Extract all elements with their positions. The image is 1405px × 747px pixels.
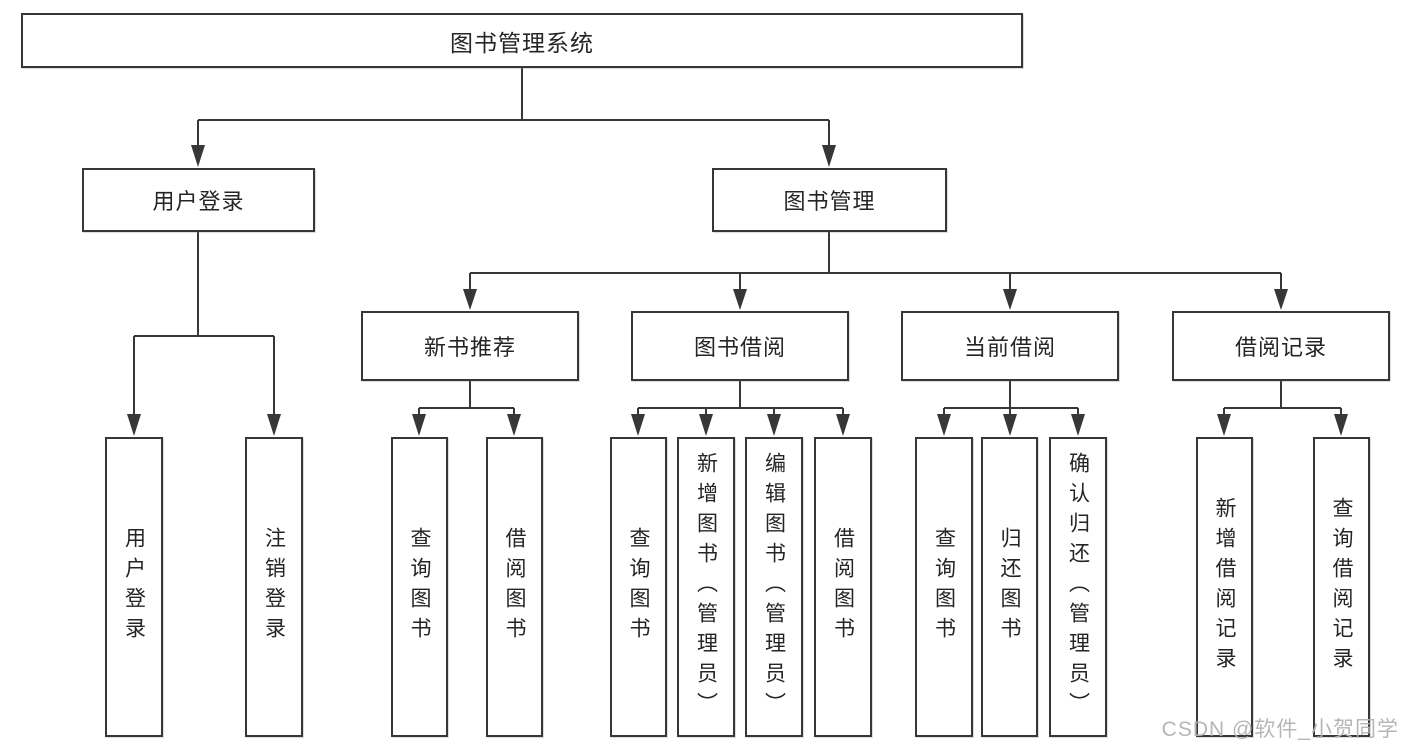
connector-user-login-children bbox=[133, 232, 275, 416]
node-book-management-label: 图书管理 bbox=[783, 189, 876, 214]
node-new-book-recommend: 新书推荐 bbox=[361, 311, 579, 381]
leaf-nbr-borrow-books: 借阅图书 bbox=[486, 437, 543, 737]
leaf-nbr-query-books: 查询图书 bbox=[391, 437, 448, 737]
leaf-bb-query-books-label: 查询图书 bbox=[627, 527, 650, 647]
leaf-bb-borrow-books-label: 借阅图书 bbox=[831, 527, 855, 647]
watermark-text: CSDN @软件_小贺同学 bbox=[1161, 718, 1399, 741]
leaf-bb-edit-books-admin: 编辑图书（管理员） bbox=[745, 437, 803, 737]
connector-book-mgmt-children bbox=[469, 232, 1282, 291]
node-borrow-records-label: 借阅记录 bbox=[1234, 335, 1327, 360]
node-new-book-recommend-label: 新书推荐 bbox=[423, 335, 516, 360]
node-root-label: 图书管理系统 bbox=[450, 29, 594, 56]
leaf-logout-label: 注销登录 bbox=[262, 527, 286, 647]
leaf-user-login: 用户登录 bbox=[105, 437, 163, 737]
leaf-bb-borrow-books: 借阅图书 bbox=[814, 437, 872, 737]
leaf-bb-add-books-admin-label: 新增图书（管理员） bbox=[694, 452, 718, 722]
connector-book-borrow-children bbox=[637, 381, 844, 416]
connector-cur-borrow-children bbox=[943, 381, 1079, 416]
connector-root-to-level2 bbox=[197, 68, 830, 148]
leaf-br-add-borrow-record-label: 新增借阅记录 bbox=[1213, 497, 1236, 677]
leaf-bb-edit-books-admin-label: 编辑图书（管理员） bbox=[762, 452, 786, 722]
leaf-nbr-borrow-books-label: 借阅图书 bbox=[503, 527, 526, 647]
leaf-br-query-borrow-record: 查询借阅记录 bbox=[1313, 437, 1370, 737]
arrowheads-new-book-children bbox=[412, 414, 521, 436]
leaf-cb-query-books-label: 查询图书 bbox=[932, 527, 956, 647]
leaf-nbr-query-books-label: 查询图书 bbox=[408, 527, 431, 647]
node-user-login: 用户登录 bbox=[82, 168, 315, 232]
node-current-borrow-label: 当前借阅 bbox=[963, 335, 1056, 360]
arrowheads-book-borrow-children bbox=[631, 414, 850, 436]
node-root: 图书管理系统 bbox=[21, 13, 1023, 68]
leaf-bb-query-books: 查询图书 bbox=[610, 437, 667, 737]
leaf-logout: 注销登录 bbox=[245, 437, 303, 737]
node-book-borrow: 图书借阅 bbox=[631, 311, 849, 381]
connector-new-book-children bbox=[418, 381, 515, 416]
arrowheads-cur-borrow-children bbox=[937, 414, 1085, 436]
leaf-bb-add-books-admin: 新增图书（管理员） bbox=[677, 437, 735, 737]
node-current-borrow: 当前借阅 bbox=[901, 311, 1119, 381]
leaf-br-add-borrow-record: 新增借阅记录 bbox=[1196, 437, 1253, 737]
leaf-cb-confirm-return-admin: 确认归还（管理员） bbox=[1049, 437, 1107, 737]
leaf-user-login-label: 用户登录 bbox=[122, 527, 146, 647]
leaf-cb-return-books: 归还图书 bbox=[981, 437, 1038, 737]
node-book-management: 图书管理 bbox=[712, 168, 947, 232]
node-borrow-records: 借阅记录 bbox=[1172, 311, 1390, 381]
arrowheads-user-login-children bbox=[127, 414, 281, 436]
node-user-login-label: 用户登录 bbox=[152, 189, 245, 214]
arrowheads-level2 bbox=[191, 145, 836, 167]
leaf-cb-return-books-label: 归还图书 bbox=[998, 527, 1021, 647]
leaf-br-query-borrow-record-label: 查询借阅记录 bbox=[1330, 497, 1353, 677]
arrowheads-borrow-rec-children bbox=[1217, 414, 1348, 436]
connector-borrow-rec-children bbox=[1223, 381, 1342, 416]
leaf-cb-confirm-return-admin-label: 确认归还（管理员） bbox=[1066, 452, 1090, 722]
arrowheads-book-mgmt-children bbox=[463, 289, 1288, 310]
node-book-borrow-label: 图书借阅 bbox=[693, 335, 786, 360]
leaf-cb-query-books: 查询图书 bbox=[915, 437, 973, 737]
